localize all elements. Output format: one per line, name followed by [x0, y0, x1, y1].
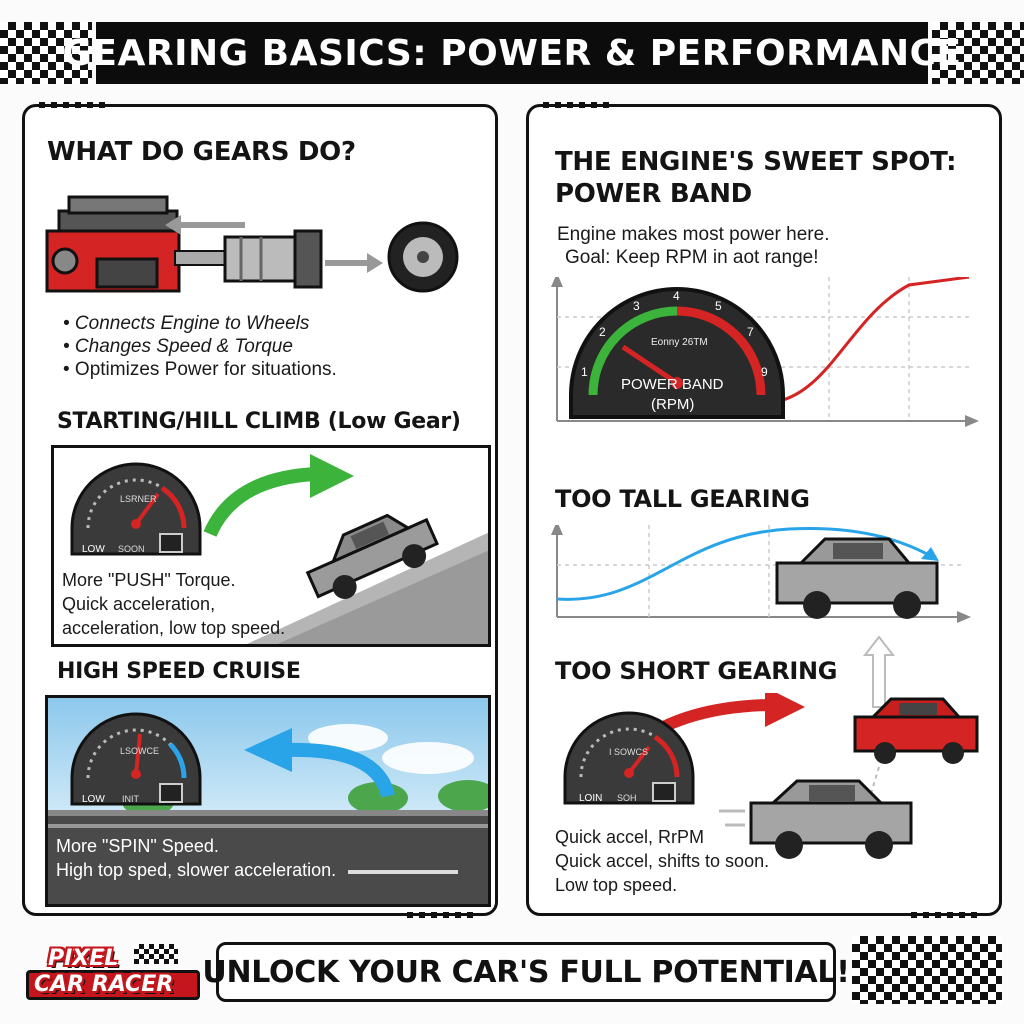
high-speed-scene: LSOWCE LOW INIT More "SPIN" Speed. High … — [45, 695, 491, 907]
power-band-heading-2: POWER BAND — [555, 179, 752, 209]
too-short-heading: TOO SHORT GEARING — [555, 657, 838, 685]
wheel-icon — [387, 221, 459, 293]
title-bar: GEARING BASICS: POWER & PERFORMANCE — [62, 22, 961, 84]
low-gear-description: More "PUSH" Torque. Quick acceleration, … — [62, 568, 285, 640]
car-icon — [719, 779, 913, 859]
highway-illustration — [48, 724, 488, 904]
description-line: More "PUSH" Torque. — [62, 570, 236, 590]
bullet-item: • Changes Speed & Torque — [63, 336, 293, 357]
what-gears-heading: WHAT DO GEARS DO? — [47, 137, 356, 167]
too-tall-heading: TOO TALL GEARING — [555, 485, 810, 513]
logo-text-pixel: PIXEL — [48, 946, 119, 971]
gauge-number: 7 — [747, 325, 754, 339]
description-line: Quick accel, RrPM — [555, 827, 705, 847]
high-speed-heading: HIGH SPEED CRUISE — [57, 659, 301, 684]
power-band-chart — [551, 277, 979, 427]
red-car-icon — [853, 697, 979, 764]
short-gauge-top: I SOWCS — [609, 747, 649, 757]
description-line: Quick accel, shifts to soon. — [555, 851, 770, 871]
low-gauge-label: LOW — [82, 544, 105, 555]
gauge-label-power-band: POWER BAND — [621, 376, 724, 393]
gauge-label-rpm: (RPM) — [651, 396, 695, 413]
high-gauge-top: LSOWCE — [120, 746, 160, 756]
short-gauge-sub: SOH — [617, 793, 637, 803]
drivetrain-illustration — [45, 195, 459, 293]
low-gauge-top: LSRNER — [120, 494, 157, 504]
high-gauge-sub: INIT — [122, 794, 139, 804]
short-gauge-label: LOIN — [579, 793, 603, 804]
checkered-flag-right — [932, 22, 1024, 84]
logo-text-car-racer: CAR RACER — [34, 972, 174, 997]
high-speed-description: More "SPIN" Speed. High top sped, slower… — [56, 834, 336, 882]
footer-banner: UNLOCK YOUR CAR'S FULL POTENTIAL! — [202, 942, 850, 1002]
gauge-number: 5 — [715, 299, 722, 313]
low-gauge-sub: SOON — [118, 544, 145, 554]
right-panel: THE ENGINE'S SWEET SPOT: POWER BAND Engi… — [526, 102, 1002, 918]
gauge-readout: Eonny 26TM — [651, 337, 708, 348]
checkered-flag-left — [0, 22, 92, 84]
description-line: More "SPIN" Speed. — [56, 836, 219, 856]
too-short-description: Quick accel, RrPM Quick accel, shifts to… — [555, 825, 769, 897]
gauge-number: 1 — [581, 365, 588, 379]
pixel-car-racer-logo: PIXEL CAR RACER — [22, 942, 204, 1002]
power-band-heading-1: THE ENGINE'S SWEET SPOT: — [555, 147, 957, 177]
left-panel: WHAT DO GEARS DO? — [22, 102, 498, 918]
footer-banner-text: UNLOCK YOUR CAR'S FULL POTENTIAL! — [202, 954, 850, 990]
power-band-line1: Engine makes most power here. — [557, 224, 830, 245]
logo-plate — [26, 970, 200, 1000]
logo-checkered-flag — [134, 944, 178, 964]
bullet-item: • Connects Engine to Wheels — [63, 313, 310, 334]
description-line: Quick acceleration, — [62, 594, 216, 614]
gauge-number: 2 — [599, 325, 606, 339]
hill-climb-illustration — [203, 454, 488, 644]
gauge-number: 4 — [673, 289, 680, 303]
low-gear-heading: STARTING/HILL CLIMB (Low Gear) — [57, 409, 461, 434]
high-speed-gauge — [70, 712, 202, 806]
description-line: acceleration, low top speed. — [62, 618, 286, 638]
gear-bullets: • Connects Engine to Wheels • Changes Sp… — [63, 312, 337, 381]
gauge-number: 9 — [761, 365, 768, 379]
car-icon — [305, 513, 440, 599]
transmission-icon — [223, 229, 323, 289]
too-short-gauge — [563, 711, 695, 805]
low-gear-gauge — [70, 462, 202, 556]
bullet-item: • Optimizes Power for situations. — [63, 359, 337, 380]
engine-icon — [45, 195, 181, 293]
description-line: High top sped, slower acceleration. — [56, 860, 337, 880]
gauge-number: 3 — [633, 299, 640, 313]
too-short-illustration — [625, 693, 979, 859]
too-tall-chart — [551, 525, 971, 623]
low-gear-scene: LSRNER LOW SOON More "PUSH" Torque. Quic… — [51, 445, 491, 647]
high-gauge-label: LOW — [82, 794, 105, 805]
checkered-flag-footer — [852, 936, 1002, 1004]
description-line: Low top speed. — [555, 875, 678, 895]
car-icon — [775, 537, 939, 619]
power-band-line2: Goal: Keep RPM in aot range! — [565, 247, 819, 268]
power-band-gauge — [569, 287, 785, 419]
page-title: GEARING BASICS: POWER & PERFORMANCE — [62, 32, 962, 74]
